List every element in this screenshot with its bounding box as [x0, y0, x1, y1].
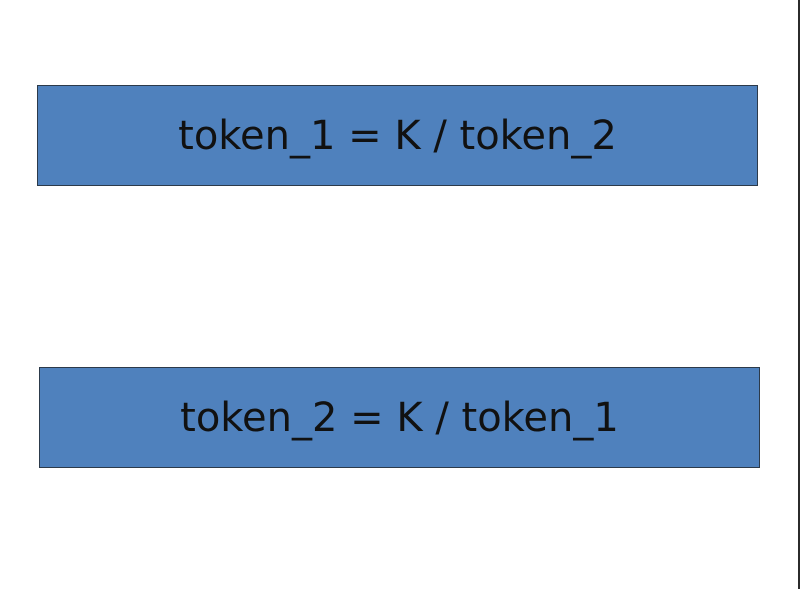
- equation-label-token-1: token_1 = K / token_2: [178, 112, 617, 159]
- equation-label-token-2: token_2 = K / token_1: [180, 394, 619, 441]
- equation-box-token-2: token_2 = K / token_1: [39, 367, 760, 468]
- right-edge-divider: [798, 0, 800, 589]
- equation-box-token-1: token_1 = K / token_2: [37, 85, 758, 186]
